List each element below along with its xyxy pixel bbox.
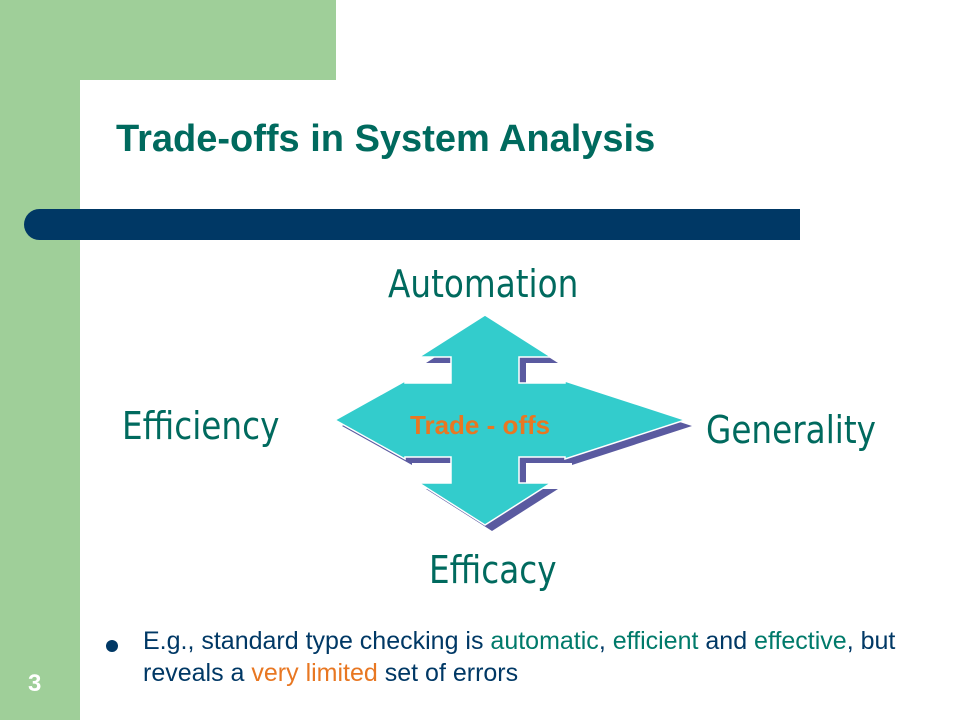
bullet-text-part: set of errors — [377, 659, 519, 687]
bullet-text-part: , — [598, 627, 613, 655]
bullet-point-icon — [106, 640, 118, 652]
label-efficacy: Efficacy — [429, 548, 557, 592]
label-generality: Generality — [706, 408, 877, 452]
highlight-automatic: automatic — [490, 627, 599, 655]
highlight-effective: effective — [754, 627, 847, 655]
bullet-text-part: E.g., standard type checking is — [143, 627, 491, 655]
slide-number: 3 — [28, 670, 42, 697]
highlight-very-limited: very limited — [251, 659, 378, 687]
trade-offs-label: Trade - offs — [410, 410, 551, 440]
highlight-efficient: efficient — [612, 627, 699, 655]
bullet-text: E.g., standard type checking is automati… — [143, 625, 933, 689]
four-way-arrow-icon — [333, 314, 692, 531]
bullet-text-part: , but reveals a — [143, 627, 896, 687]
bullet-text-part: and — [698, 627, 755, 655]
slide-title: Trade-offs in System Analysis — [116, 118, 656, 160]
label-automation: Automation — [388, 262, 579, 306]
four-way-arrow-body — [333, 314, 688, 526]
title-underline-bar — [24, 209, 800, 240]
top-decor-band — [0, 0, 336, 80]
left-decor-band — [0, 0, 80, 720]
label-efficiency: Efficiency — [122, 404, 280, 448]
